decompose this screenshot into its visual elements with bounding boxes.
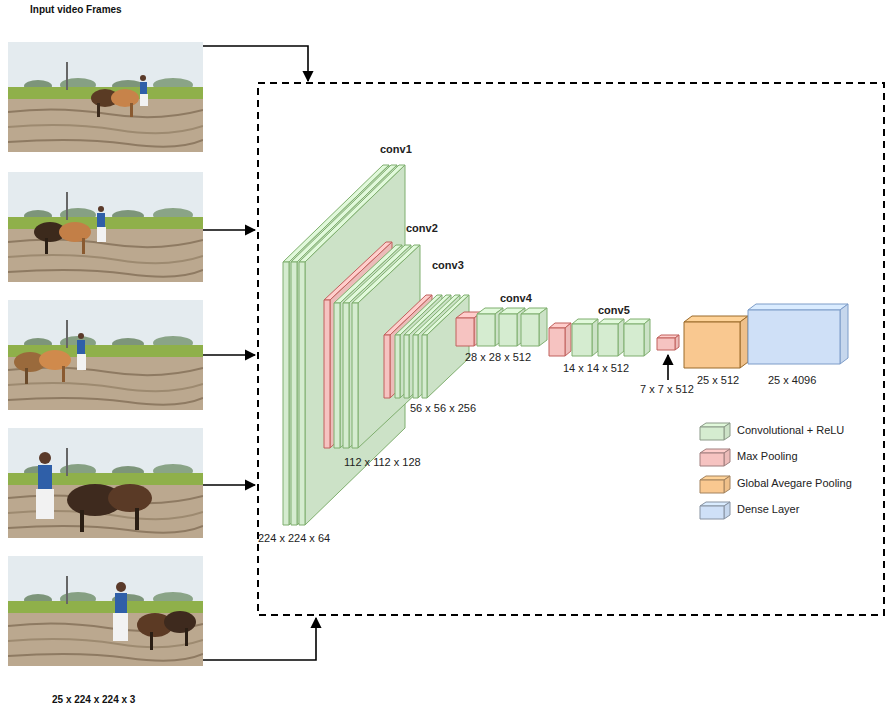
slab-face <box>352 303 358 448</box>
layer-shape <box>748 304 848 364</box>
layer-slab <box>299 165 405 525</box>
slab-face <box>740 316 748 368</box>
slab-face <box>684 322 740 368</box>
slab-face <box>618 319 624 356</box>
legend-text: Convolutional + ReLU <box>737 424 844 437</box>
video-frame <box>8 428 203 538</box>
layer-name: conv5 <box>598 304 630 317</box>
layer-shape <box>657 335 679 350</box>
slab-face <box>283 262 289 525</box>
slab-face <box>324 300 330 448</box>
layer-slab <box>657 335 679 350</box>
slab-face <box>343 303 349 448</box>
slab-face <box>549 328 565 356</box>
legend-swatch <box>700 448 732 466</box>
legend-text: Global Avegare Pooling <box>737 477 852 490</box>
layer-name: conv3 <box>432 259 464 272</box>
input-title: Input video Frames <box>30 4 122 16</box>
layer-slab <box>549 323 571 356</box>
layer-slab <box>598 319 624 356</box>
legend-text: Dense Layer <box>737 503 799 516</box>
slab-face <box>299 262 305 525</box>
slab-face <box>565 323 571 356</box>
layer-shape <box>549 319 650 356</box>
dimension-label: 7 x 7 x 512 <box>640 383 694 396</box>
video-frame <box>8 300 203 410</box>
layer-name: conv2 <box>406 222 438 235</box>
dimension-label: 25 x 4096 <box>768 374 816 387</box>
layer-name: conv4 <box>500 292 532 305</box>
swatch-face <box>724 502 730 519</box>
legend-swatch <box>700 422 732 440</box>
dimension-label: 14 x 14 x 512 <box>563 362 629 375</box>
layer-slab <box>748 304 848 364</box>
slab-face <box>840 304 848 364</box>
slab-face <box>305 165 405 525</box>
swatch-face <box>700 480 724 493</box>
slab-face <box>572 324 592 356</box>
slab-face <box>334 303 340 448</box>
conv-block: conv428 x 28 x 512 <box>456 308 547 346</box>
legend-text: Max Pooling <box>737 450 798 463</box>
layer-shape <box>456 308 547 346</box>
slab-face <box>675 335 679 350</box>
slab-face <box>477 314 495 346</box>
slab-face <box>644 319 650 356</box>
swatch-face <box>724 449 730 466</box>
slab-face <box>422 335 427 398</box>
dimension-label: 224 x 224 x 64 <box>258 532 330 545</box>
slab-face <box>748 304 848 310</box>
video-frame <box>8 42 203 152</box>
layer-name: conv1 <box>380 143 412 156</box>
legend-swatch <box>700 501 732 519</box>
dimension-label: 56 x 56 x 256 <box>410 402 476 415</box>
slab-face <box>404 335 409 398</box>
slab-face <box>499 314 517 346</box>
slab-face <box>291 262 297 525</box>
swatch-face <box>700 453 724 466</box>
swatch-face <box>700 506 724 519</box>
layer-slab <box>624 319 650 356</box>
swatch-face <box>724 476 730 493</box>
conv-block: conv514 x 14 x 512 <box>549 319 650 356</box>
layer-slab <box>572 319 598 356</box>
dense-block: 25 x 4096 <box>748 304 848 364</box>
max-pooling-block: 7 x 7 x 512 <box>657 335 679 350</box>
swatch-face <box>724 423 730 440</box>
dimension-label: 25 x 512 <box>697 374 739 387</box>
slab-face <box>598 324 618 356</box>
slab-face <box>413 335 418 398</box>
input-arrows <box>203 46 668 660</box>
swatch-face <box>700 427 724 440</box>
slab-face <box>684 316 748 322</box>
slab-face <box>657 338 675 350</box>
dimension-label: 112 x 112 x 128 <box>344 456 421 469</box>
slab-face <box>539 308 547 346</box>
slab-face <box>521 314 539 346</box>
slab-face <box>748 310 840 364</box>
input-shape: 25 x 224 x 224 x 3 <box>52 694 135 706</box>
dimension-label: 28 x 28 x 512 <box>465 351 531 364</box>
slab-face <box>395 335 400 398</box>
layer-slab <box>684 316 748 368</box>
global-average-pooling-block: 25 x 512 <box>684 316 748 368</box>
layer-slab <box>521 308 547 346</box>
video-frame <box>8 556 203 666</box>
slab-face <box>592 319 598 356</box>
dashed-frame <box>258 83 884 615</box>
legend-swatch <box>700 475 732 493</box>
slab-face <box>384 335 390 398</box>
slab-face <box>456 318 474 346</box>
video-frame <box>8 172 203 282</box>
slab-face <box>624 324 644 356</box>
layer-shape <box>684 316 748 368</box>
